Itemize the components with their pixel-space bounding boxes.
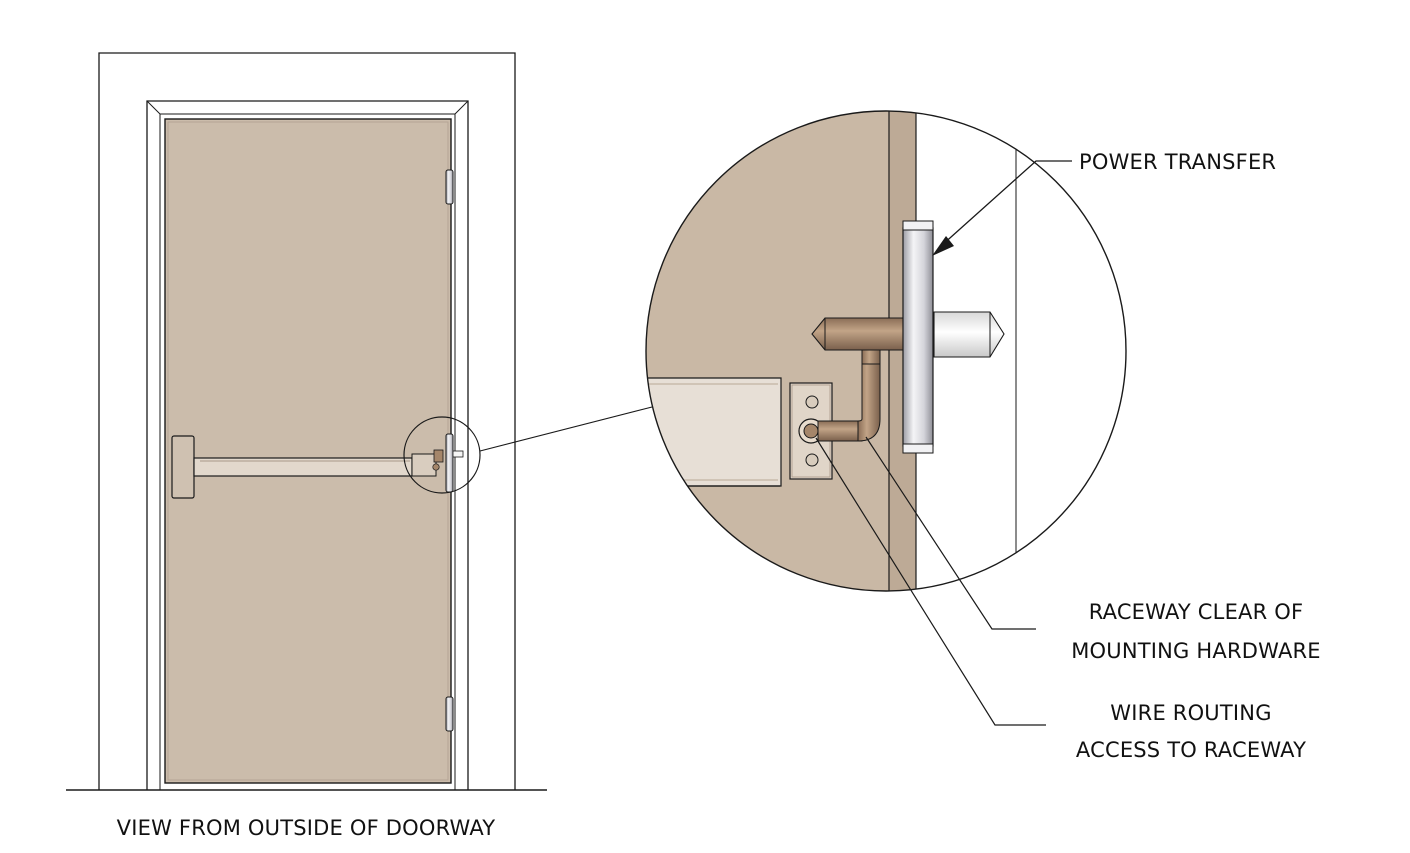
callout-raceway: RACEWAY CLEAR OF MOUNTING HARDWARE: [865, 436, 1321, 663]
view-caption: VIEW FROM OUTSIDE OF DOORWAY: [116, 816, 496, 840]
door-leaf: [164, 118, 452, 784]
wire-label-line2: ACCESS TO RACEWAY: [1076, 738, 1306, 762]
raceway-label-line1: RACEWAY CLEAR OF: [1089, 600, 1304, 624]
raceway-label-line2: MOUNTING HARDWARE: [1071, 639, 1321, 663]
wire-label-line1: WIRE ROUTING: [1110, 701, 1271, 725]
latch-bolt-icon: [933, 311, 1005, 358]
door-elevation: [66, 52, 547, 791]
raceway-icon: [811, 317, 907, 442]
hinge-top-icon: [445, 169, 454, 205]
detail-marker: [403, 416, 481, 494]
frame-outer: [98, 52, 516, 790]
power-transfer-label: POWER TRANSFER: [1079, 150, 1276, 174]
frame-inner: [146, 100, 469, 790]
callout-power-transfer: POWER TRANSFER: [932, 150, 1276, 256]
enlarged-detail: [645, 110, 1127, 592]
hinge-bottom-icon: [445, 696, 454, 732]
callout-wire-routing: WIRE ROUTING ACCESS TO RACEWAY: [815, 437, 1306, 762]
power-transfer-icon: [902, 220, 934, 454]
exit-device-icon: [171, 435, 464, 499]
detail-leader: [479, 406, 653, 452]
detail-circle: [645, 110, 1127, 592]
